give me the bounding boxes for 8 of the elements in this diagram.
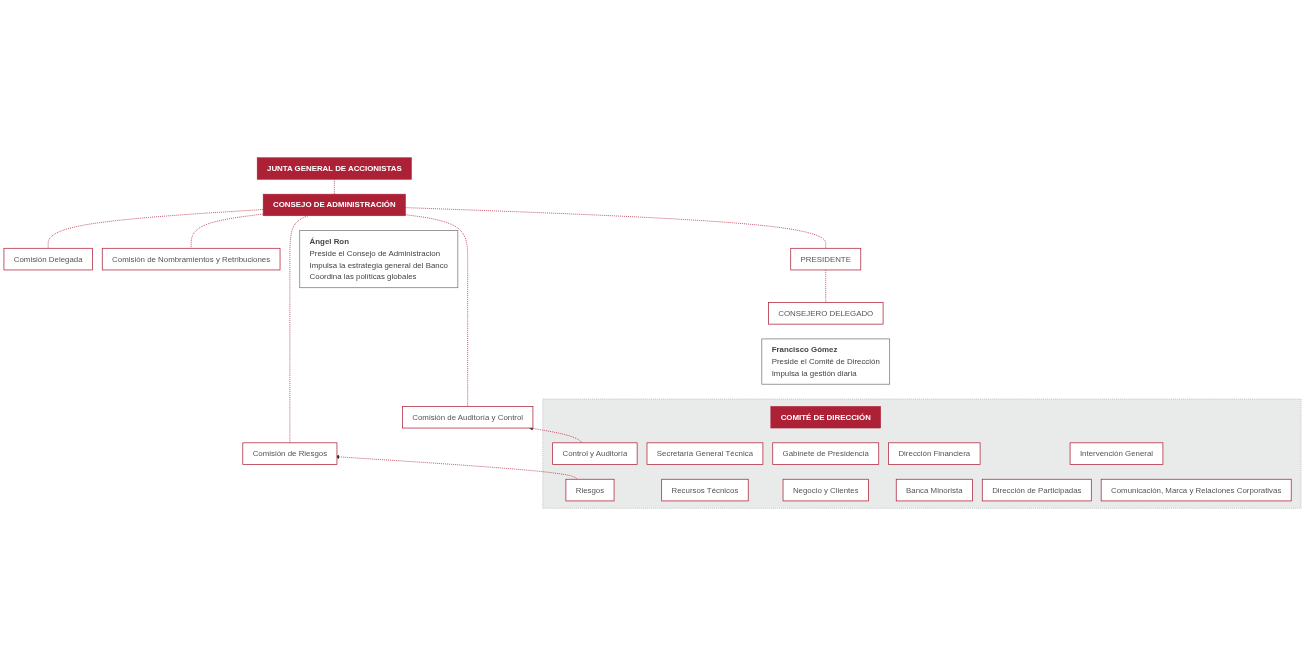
connector [825, 269, 827, 303]
cluster [542, 398, 1302, 509]
connector [405, 207, 827, 249]
connector [405, 214, 469, 407]
connector [333, 179, 335, 195]
connector [289, 215, 309, 444]
connector [190, 213, 264, 249]
connector [47, 209, 264, 249]
